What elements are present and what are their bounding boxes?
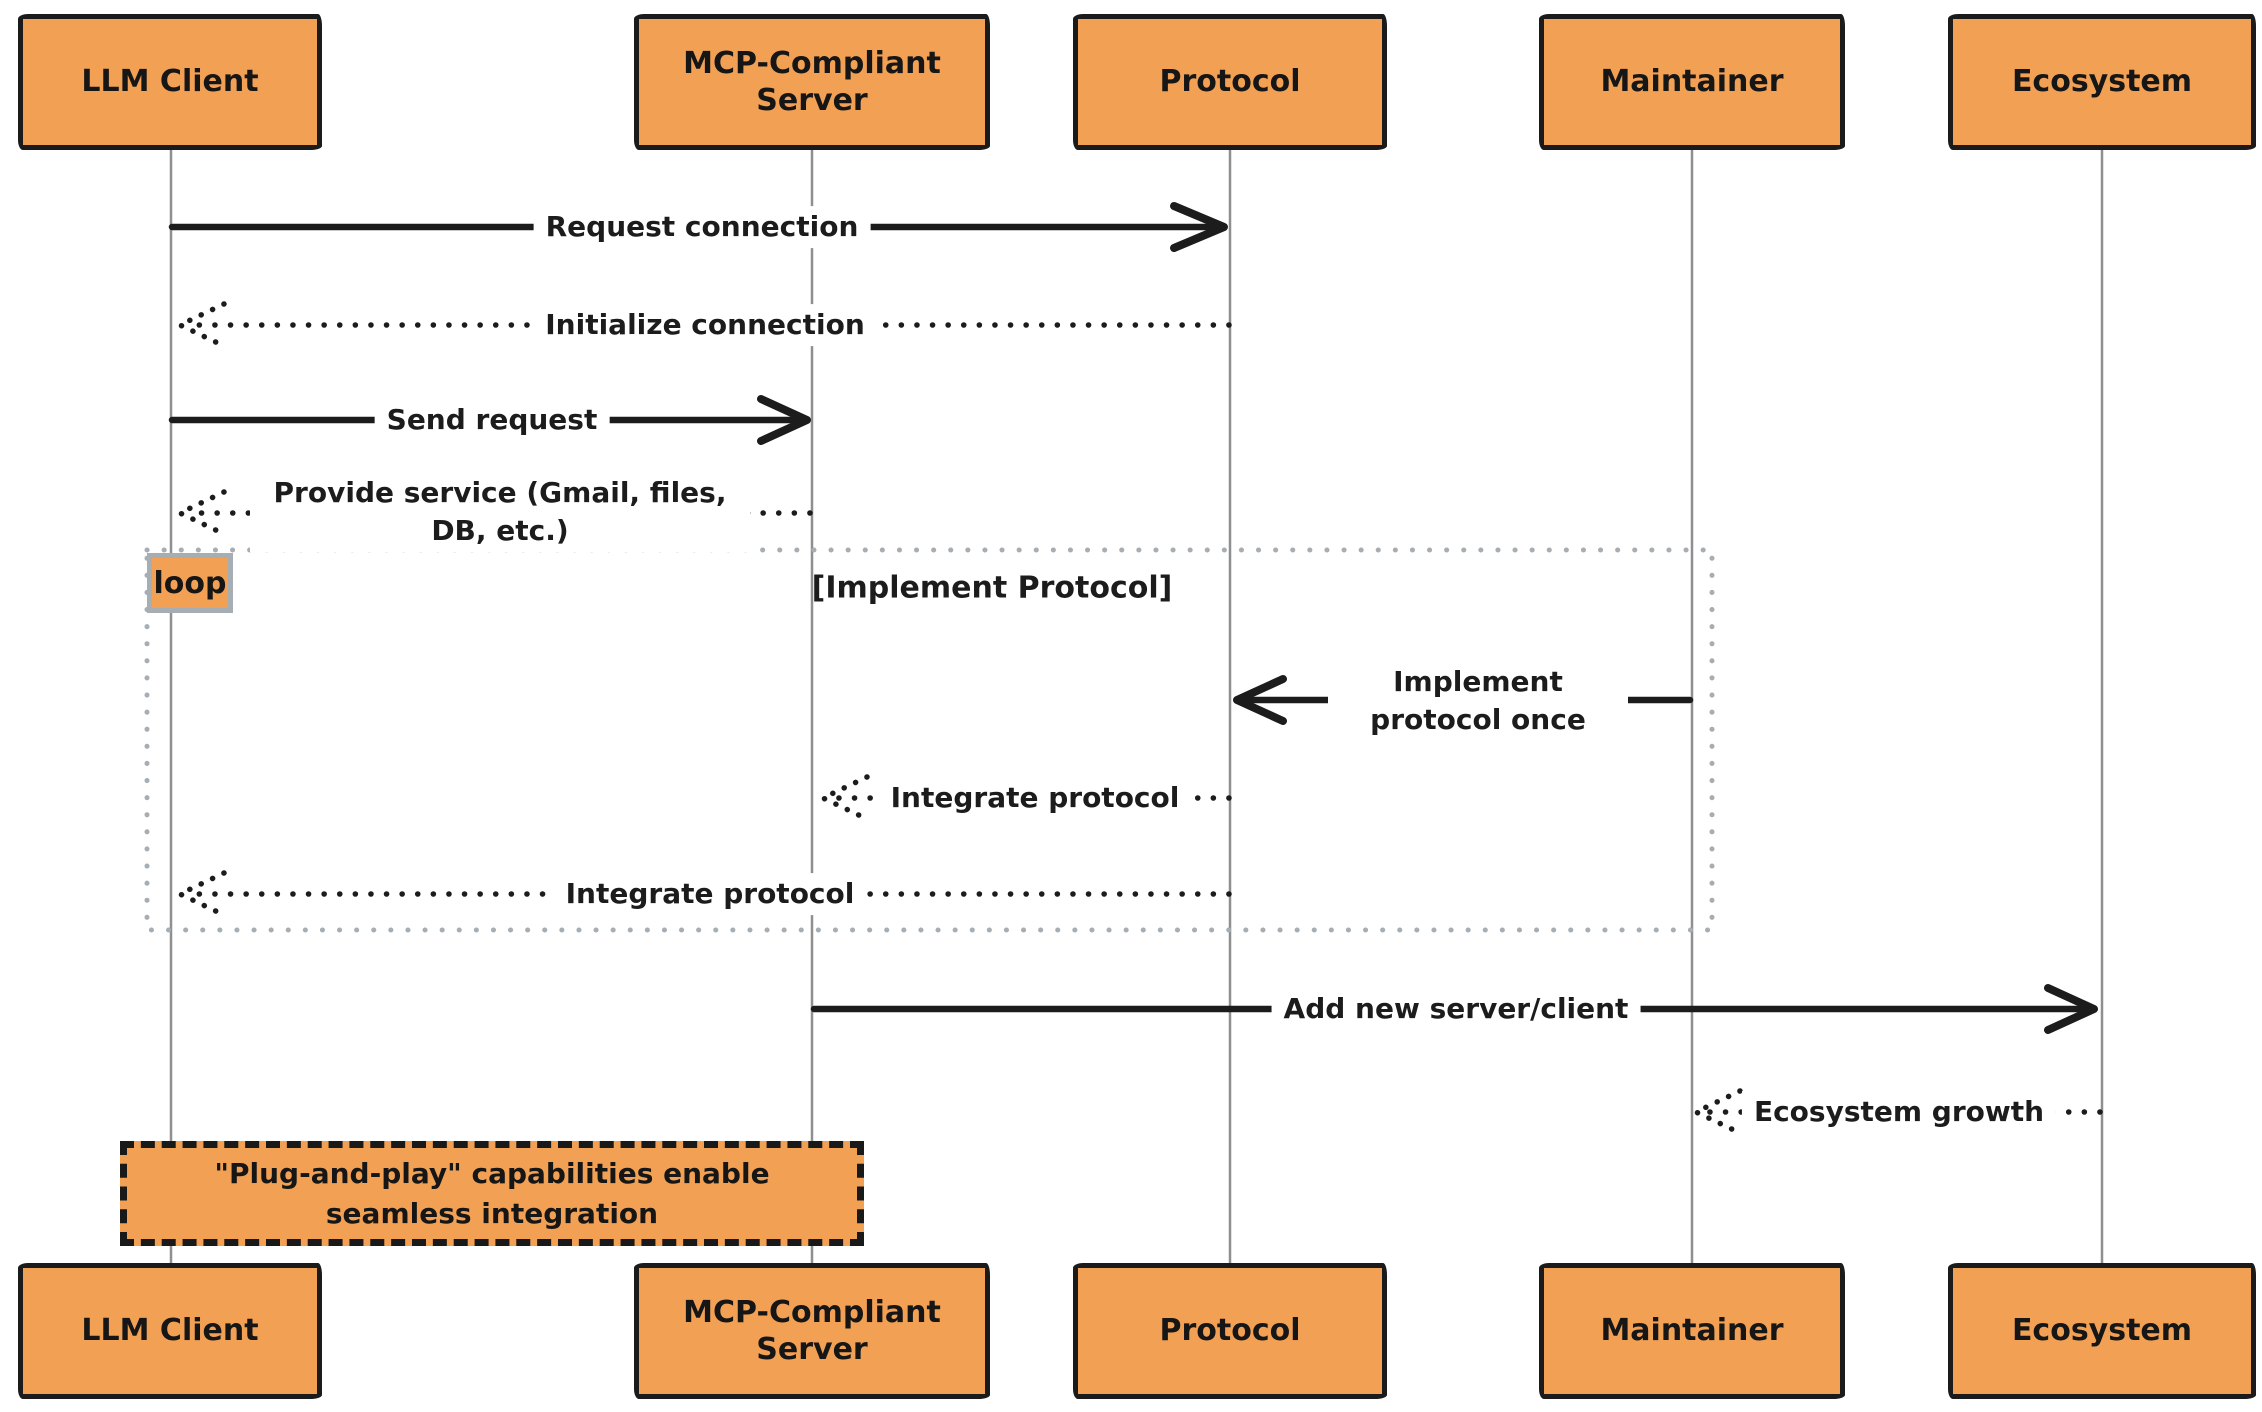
message-label-provide-service: Provide service (Gmail, files, DB, etc.) <box>250 472 750 552</box>
arrow-integrate-protocol-client-head <box>177 870 227 918</box>
actor-label: Ecosystem <box>2011 1313 2193 1349</box>
actor-label: LLM Client <box>81 1313 259 1349</box>
message-label-integrate-protocol-client: Integrate protocol <box>553 873 867 915</box>
actor-label: Protocol <box>1159 64 1301 100</box>
arrow-add-new-server-client-head <box>2044 984 2098 1034</box>
actor-bottom-maintainer: Maintainer <box>1539 1263 1845 1399</box>
actor-top-ecosystem: Ecosystem <box>1948 14 2256 150</box>
actor-top-llm-client: LLM Client <box>18 14 322 150</box>
actor-label: Maintainer <box>1600 64 1784 100</box>
note-text: "Plug-and-play" capabilities enable seam… <box>214 1157 770 1230</box>
actor-bottom-llm-client: LLM Client <box>18 1263 322 1399</box>
actor-top-mcp-server: MCP-Compliant Server <box>634 14 990 150</box>
loop-title: [Implement Protocol] <box>811 570 1173 606</box>
actor-label: MCP-Compliant Server <box>683 45 941 119</box>
arrow-provide-service-head <box>177 489 227 537</box>
message-label-request-connection: Request connection <box>533 206 871 248</box>
arrow-ecosystem-growth-head <box>1693 1088 1743 1136</box>
arrow-implement-protocol-once-head <box>1233 675 1287 725</box>
message-label-add-new-server-client: Add new server/client <box>1271 988 1641 1030</box>
actor-top-maintainer: Maintainer <box>1539 14 1845 150</box>
actor-bottom-protocol: Protocol <box>1073 1263 1387 1399</box>
actor-label: MCP-Compliant Server <box>683 1294 941 1368</box>
arrow-request-connection-head <box>1170 202 1228 252</box>
arrow-send-request-head <box>757 395 811 445</box>
actor-label: Protocol <box>1159 1313 1301 1349</box>
message-label-integrate-protocol-server: Integrate protocol <box>878 777 1192 819</box>
arrow-integrate-protocol-server-head <box>820 774 870 822</box>
arrow-initialize-connection-head <box>177 301 227 349</box>
actor-bottom-ecosystem: Ecosystem <box>1948 1263 2256 1399</box>
actor-label: LLM Client <box>81 64 259 100</box>
actor-label: Ecosystem <box>2011 64 2193 100</box>
actor-bottom-mcp-server: MCP-Compliant Server <box>634 1263 990 1399</box>
actor-label: Maintainer <box>1600 1313 1784 1349</box>
loop-label: loop <box>147 553 233 613</box>
loop-label-text: loop <box>153 565 227 601</box>
message-label-initialize-connection: Initialize connection <box>533 304 877 346</box>
actor-top-protocol: Protocol <box>1073 14 1387 150</box>
message-label-ecosystem-growth: Ecosystem growth <box>1741 1091 2057 1133</box>
message-label-implement-protocol-once: Implement protocol once <box>1328 661 1628 741</box>
note-plug-and-play: "Plug-and-play" capabilities enable seam… <box>120 1141 864 1246</box>
message-label-send-request: Send request <box>374 399 610 441</box>
